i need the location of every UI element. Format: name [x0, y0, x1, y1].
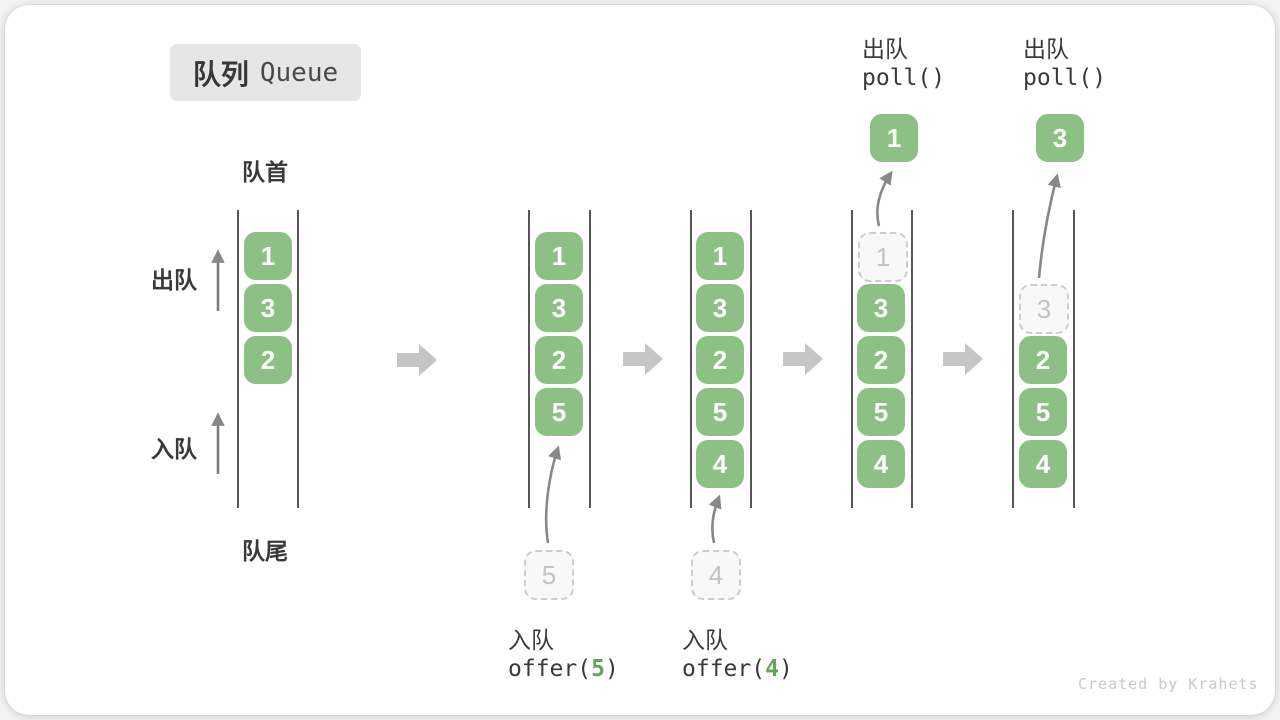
- enqueue-op-label: 入队: [682, 627, 728, 653]
- ghost-item: 3: [1019, 284, 1069, 334]
- code-fn: offer(: [508, 656, 592, 682]
- enqueue-op-code: offer(5): [508, 656, 619, 682]
- enqueue-op-label: 入队: [508, 627, 554, 653]
- diagram-title: 队列 Queue: [170, 44, 361, 101]
- queue-item: 1: [244, 232, 292, 280]
- queue-item: 3: [696, 284, 744, 332]
- code-arg: 5: [591, 656, 605, 682]
- queue-wall-left: [1012, 210, 1014, 508]
- dequeue-op-label: 出队: [1023, 36, 1069, 62]
- queue-wall-right: [297, 210, 299, 508]
- queue-item: 3: [535, 284, 583, 332]
- queue-item: 5: [857, 388, 905, 436]
- next-state-arrow-icon: [623, 343, 663, 375]
- queue-item: 2: [696, 336, 744, 384]
- queue-rear-label: 队尾: [242, 538, 288, 564]
- queue-item: 4: [696, 440, 744, 488]
- queue-front-label: 队首: [242, 159, 288, 185]
- queue-wall-right: [750, 210, 752, 508]
- queue-item: 4: [1019, 440, 1067, 488]
- watermark: Created by Krahets: [1078, 675, 1259, 693]
- title-en: Queue: [259, 57, 339, 88]
- enqueue-side-label: 入队: [151, 436, 197, 462]
- dequeue-1-arrow-icon: [876, 170, 893, 227]
- next-state-arrow-icon: [943, 343, 983, 375]
- dequeue-side-label: 出队: [151, 267, 197, 293]
- queue-item: 2: [857, 336, 905, 384]
- queue-wall-right: [911, 210, 913, 508]
- queue-item: 4: [857, 440, 905, 488]
- code-close: ): [778, 656, 793, 682]
- queue-wall-left: [528, 210, 530, 508]
- code-fn: offer(: [682, 656, 766, 682]
- dequeue-op-code: poll(): [1023, 65, 1107, 91]
- dequeue-op-label: 出队: [862, 36, 908, 62]
- dequeue-3-arrow-icon: [1037, 173, 1061, 279]
- enqueue-5-arrow-icon: [544, 445, 561, 544]
- queue-item: 2: [535, 336, 583, 384]
- ghost-item: 1: [858, 232, 908, 282]
- incoming-item: 5: [524, 550, 574, 600]
- queue-item: 1: [696, 232, 744, 280]
- queue-item: 3: [857, 284, 905, 332]
- enqueue-4-arrow-icon: [708, 494, 722, 544]
- enqueue-op-code: offer(4): [682, 656, 793, 682]
- queue-item: 5: [535, 388, 583, 436]
- next-state-arrow-icon: [397, 344, 437, 376]
- code-arg: 4: [765, 656, 779, 682]
- polled-item: 1: [870, 114, 918, 162]
- next-state-arrow-icon: [783, 343, 823, 375]
- queue-item: 1: [535, 232, 583, 280]
- queue-item: 3: [244, 284, 292, 332]
- queue-item: 5: [696, 388, 744, 436]
- queue-wall-right: [589, 210, 591, 508]
- queue-wall-left: [851, 210, 853, 508]
- code-close: ): [604, 656, 619, 682]
- queue-wall-left: [690, 210, 692, 508]
- queue-wall-left: [237, 210, 239, 508]
- title-zh: 队列: [192, 58, 249, 90]
- dequeue-op-code: poll(): [862, 65, 946, 91]
- queue-item: 5: [1019, 388, 1067, 436]
- queue-item: 2: [244, 336, 292, 384]
- incoming-item: 4: [691, 550, 741, 600]
- polled-item: 3: [1036, 114, 1084, 162]
- queue-wall-right: [1073, 210, 1075, 508]
- queue-item: 2: [1019, 336, 1067, 384]
